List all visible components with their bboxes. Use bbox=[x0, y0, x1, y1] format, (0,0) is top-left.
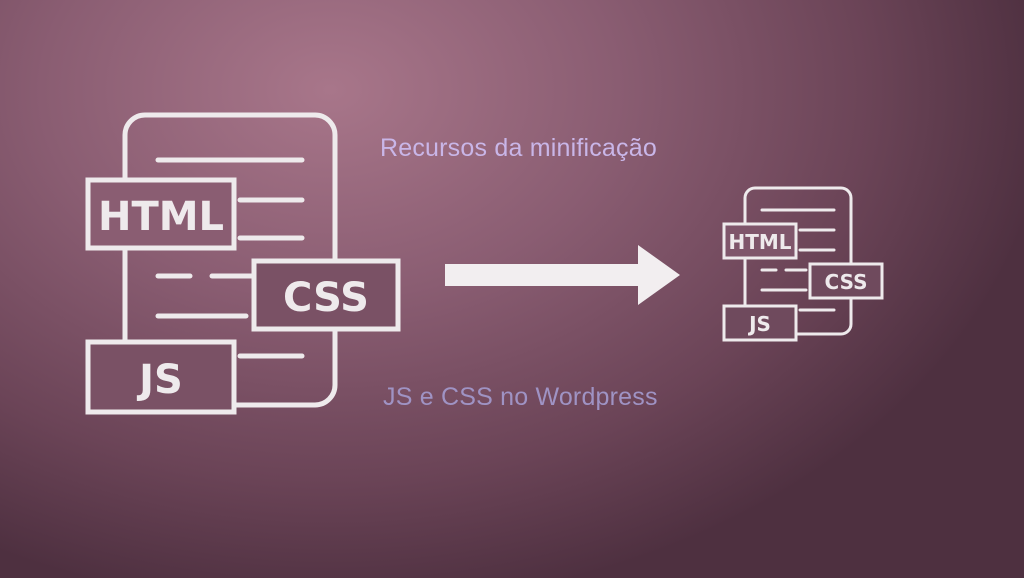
small-html-label: HTML bbox=[728, 230, 791, 254]
small-doc-outline bbox=[743, 186, 853, 336]
small-js-label: JS bbox=[747, 312, 771, 336]
large-js-box bbox=[85, 339, 237, 415]
large-css-box bbox=[251, 258, 401, 332]
small-css-box bbox=[808, 262, 884, 300]
large-js-label: JS bbox=[136, 357, 183, 403]
caption-bottom: JS e CSS no Wordpress bbox=[383, 383, 658, 411]
small-js-box bbox=[722, 304, 798, 342]
small-html-box bbox=[722, 222, 798, 260]
large-css-label: CSS bbox=[283, 275, 369, 321]
small-css-label: CSS bbox=[825, 270, 868, 294]
caption-top: Recursos da minificação bbox=[380, 134, 657, 162]
large-html-label: HTML bbox=[98, 194, 224, 240]
large-html-box bbox=[85, 177, 237, 251]
